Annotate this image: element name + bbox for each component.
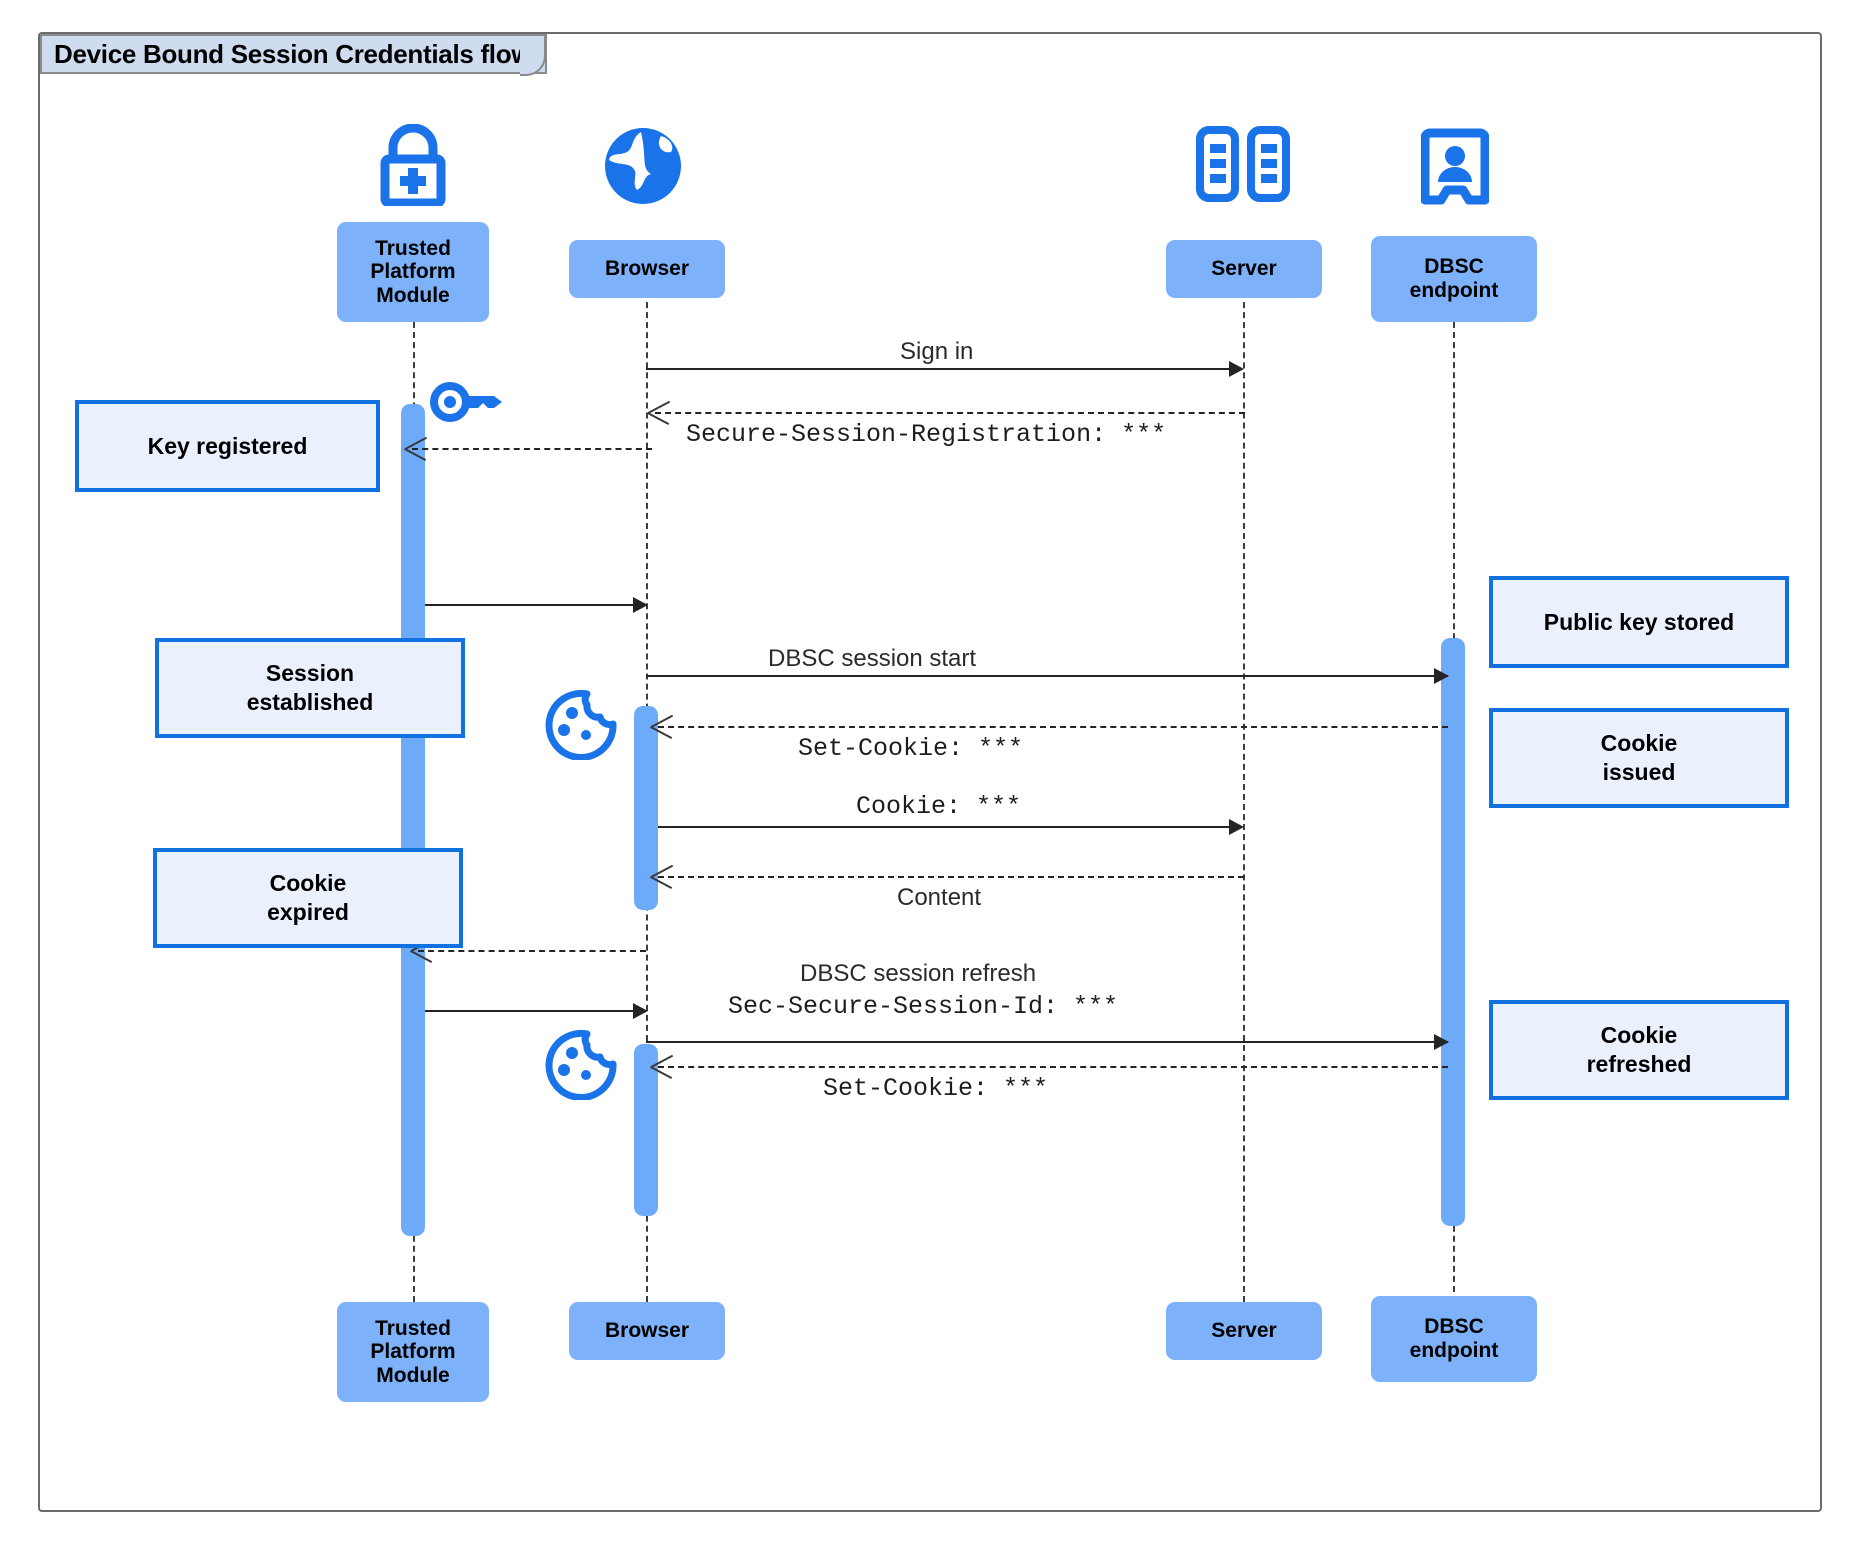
activation-bar-dbsc	[1441, 638, 1465, 1226]
message-label-sec-secure-session-id: Sec-Secure-Session-Id: ***	[728, 992, 1119, 1021]
diagram-title-tab: Device Bound Session Credentials flow	[40, 34, 548, 76]
participant-label: Server	[1211, 257, 1277, 281]
message-arrow-sec-secure-session-id	[646, 1041, 1448, 1043]
participant-server-top[interactable]: Server	[1166, 240, 1322, 298]
message-arrow-set-cookie-2	[658, 1066, 1448, 1068]
message-arrow-secure-session-registration	[655, 412, 1245, 414]
globe-icon	[601, 124, 685, 208]
message-arrow-dbsc-session-refresh	[425, 1010, 640, 1012]
message-arrow-cookie	[658, 826, 1236, 828]
arrowhead-icon	[633, 1003, 648, 1019]
message-arrow-dbsc-session-start	[646, 675, 1448, 677]
activation-bar-tpm	[401, 404, 425, 1236]
participant-label: DBSC endpoint	[1409, 255, 1499, 302]
message-label-cookie: Cookie: ***	[856, 792, 1022, 821]
message-arrow-browser-to-tpm	[418, 950, 646, 952]
message-arrow-set-cookie-1	[658, 726, 1448, 728]
arrowhead-icon	[651, 1053, 671, 1079]
message-arrow-to-tpm-key	[412, 448, 652, 450]
participant-tpm-bottom[interactable]: Trusted Platform Module	[337, 1302, 489, 1402]
participant-label: Trusted Platform Module	[370, 1316, 456, 1387]
participant-browser-bottom[interactable]: Browser	[569, 1302, 725, 1360]
cookie-icon	[545, 1029, 617, 1101]
message-arrow-sign-in	[646, 368, 1236, 370]
message-label-dbsc-session-refresh: DBSC session refresh	[800, 960, 1037, 987]
id-badge-icon	[1420, 128, 1490, 210]
key-icon	[428, 378, 508, 426]
message-arrow-tpm-to-browser	[425, 604, 640, 606]
note-key-registered: Key registered	[75, 400, 380, 492]
lock-plus-icon	[363, 123, 463, 208]
arrowhead-icon	[648, 399, 668, 425]
arrowhead-icon	[651, 713, 671, 739]
message-label-dbsc-session-start: DBSC session start	[768, 645, 977, 672]
message-arrow-content	[658, 876, 1244, 878]
participant-label: Browser	[604, 257, 690, 281]
participant-label: Browser	[604, 1319, 690, 1343]
participant-server-bottom[interactable]: Server	[1166, 1302, 1322, 1360]
lifeline-server	[1243, 282, 1245, 1302]
participant-tpm-top[interactable]: Trusted Platform Module	[337, 222, 489, 322]
note-public-key-stored: Public key stored	[1489, 576, 1789, 668]
arrowhead-icon	[1434, 1034, 1449, 1050]
participant-label: Server	[1211, 1319, 1277, 1343]
arrowhead-icon	[1434, 668, 1449, 684]
arrowhead-icon	[633, 597, 648, 613]
note-text: Key registered	[147, 432, 308, 459]
message-label-set-cookie-1: Set-Cookie: ***	[798, 734, 1024, 763]
note-text: Public key stored	[1543, 608, 1735, 635]
arrowhead-icon	[1229, 819, 1244, 835]
cookie-icon	[545, 689, 617, 761]
message-label-set-cookie-2: Set-Cookie: ***	[823, 1074, 1049, 1103]
message-label-content: Content	[897, 884, 982, 911]
page-title: Device Bound Session Credentials flow	[54, 38, 532, 69]
participant-dbsc-bottom[interactable]: DBSC endpoint	[1371, 1296, 1537, 1382]
participant-dbsc-top[interactable]: DBSC endpoint	[1371, 236, 1537, 322]
arrowhead-icon	[651, 863, 671, 889]
participant-browser-top[interactable]: Browser	[569, 240, 725, 298]
participant-label: DBSC endpoint	[1409, 1315, 1499, 1362]
message-label-secure-session-registration: Secure-Session-Registration: ***	[686, 420, 1167, 449]
arrowhead-icon	[405, 435, 425, 461]
participant-label: Trusted Platform Module	[370, 236, 456, 307]
message-label-sign-in: Sign in	[900, 338, 974, 365]
arrowhead-icon	[1229, 361, 1244, 377]
title-tab-corner	[520, 34, 547, 76]
server-rack-icon	[1195, 126, 1291, 202]
